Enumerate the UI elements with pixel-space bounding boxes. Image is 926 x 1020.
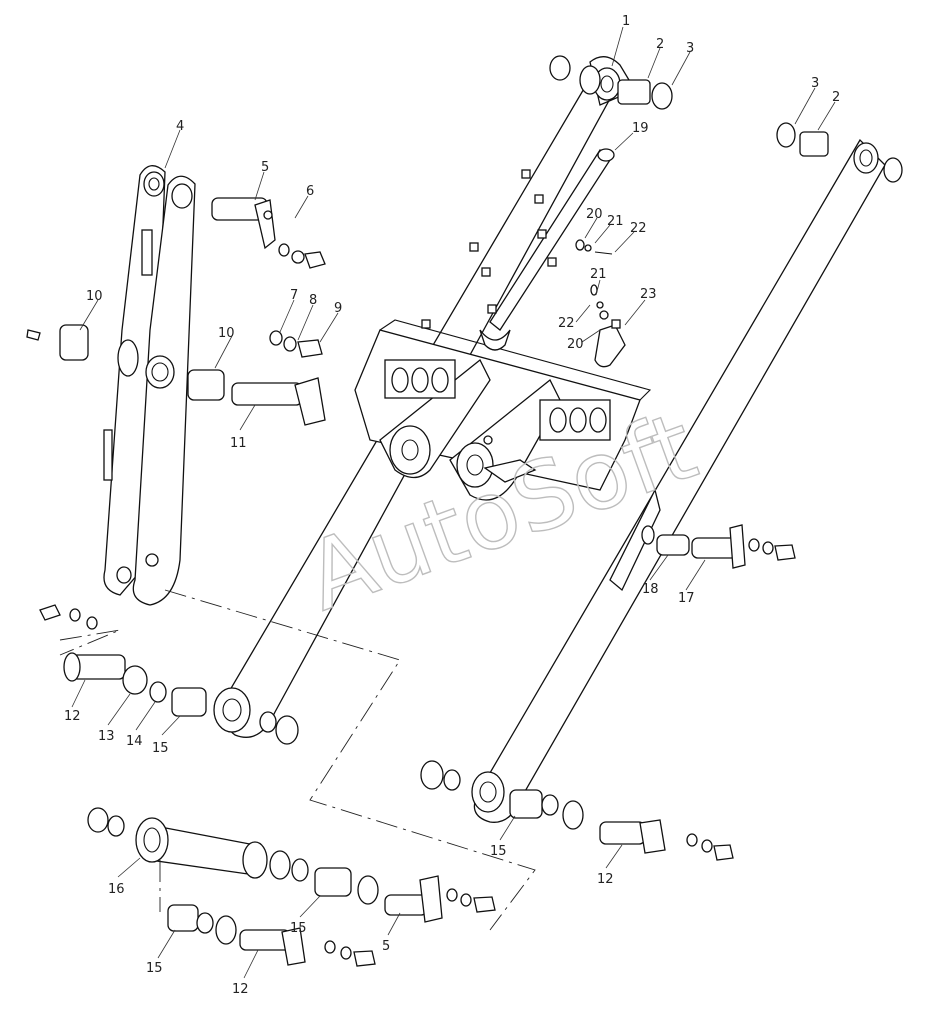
center-lines xyxy=(59,589,536,931)
leader-lines xyxy=(71,26,836,979)
callout-14: 14 xyxy=(126,734,143,749)
rocker-link-assembly xyxy=(103,165,196,606)
callout-23: 23 xyxy=(640,287,657,302)
callout-3: 3 xyxy=(811,76,819,91)
callout-20: 20 xyxy=(567,337,584,352)
callout-19: 19 xyxy=(632,121,649,136)
callout-20: 20 xyxy=(586,207,603,222)
callout-5: 5 xyxy=(261,160,269,175)
callout-10: 10 xyxy=(218,326,235,341)
callout-21: 21 xyxy=(590,267,607,282)
callout-8: 8 xyxy=(309,293,317,308)
callout-22: 22 xyxy=(558,316,575,331)
callout-13: 13 xyxy=(98,729,115,744)
callout-12: 12 xyxy=(597,872,614,887)
callout-7: 7 xyxy=(290,288,298,303)
callout-22: 22 xyxy=(630,221,647,236)
callout-12: 12 xyxy=(64,709,81,724)
callout-17: 17 xyxy=(678,591,695,606)
callout-labels: 1 2 3 3 2 19 4 5 6 20 21 22 10 7 8 9 21 … xyxy=(64,14,840,997)
callout-16: 16 xyxy=(108,882,125,897)
callout-2: 2 xyxy=(656,37,664,52)
callout-15: 15 xyxy=(146,961,163,976)
callout-12: 12 xyxy=(232,982,249,997)
callout-3: 3 xyxy=(686,41,694,56)
callout-10: 10 xyxy=(86,289,103,304)
callout-21: 21 xyxy=(607,214,624,229)
callout-15: 15 xyxy=(290,921,307,936)
callout-15: 15 xyxy=(490,844,507,859)
callout-11: 11 xyxy=(230,436,247,451)
hose-clamps xyxy=(384,148,626,441)
callout-6: 6 xyxy=(306,184,314,199)
callout-5: 5 xyxy=(382,939,390,954)
callout-18: 18 xyxy=(642,582,659,597)
boom-frame xyxy=(213,56,886,823)
callout-1: 1 xyxy=(622,14,630,29)
pins-and-bushings xyxy=(26,55,903,967)
callout-9: 9 xyxy=(334,301,342,316)
callout-4: 4 xyxy=(176,119,184,134)
callout-2: 2 xyxy=(832,90,840,105)
callout-15: 15 xyxy=(152,741,169,756)
